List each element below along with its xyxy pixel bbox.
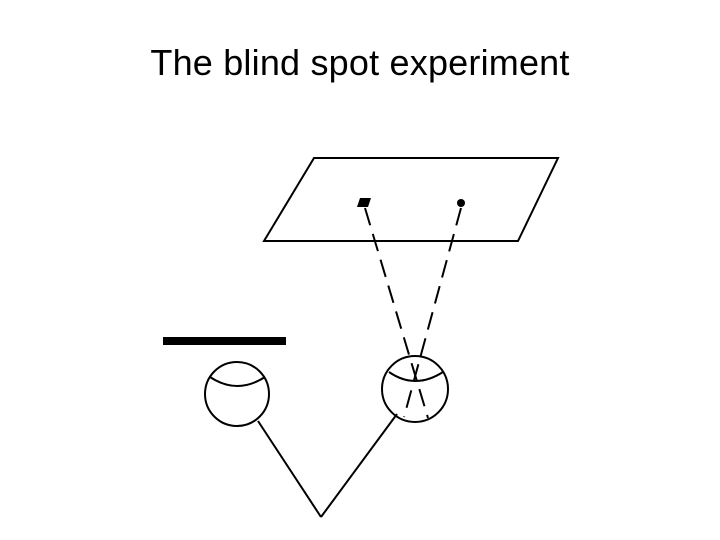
cross-mark xyxy=(357,198,371,207)
nose-bridge-lines xyxy=(257,413,398,518)
right-eye xyxy=(381,355,449,423)
sight-lines xyxy=(364,207,462,419)
dot-mark xyxy=(457,199,465,207)
slide-title: The blind spot experiment xyxy=(150,42,570,83)
left-eye xyxy=(204,361,270,427)
occluder-bar xyxy=(163,337,286,345)
paper-card xyxy=(262,157,560,242)
sight-line-dot xyxy=(403,207,462,418)
sight-line-cross xyxy=(364,207,429,419)
